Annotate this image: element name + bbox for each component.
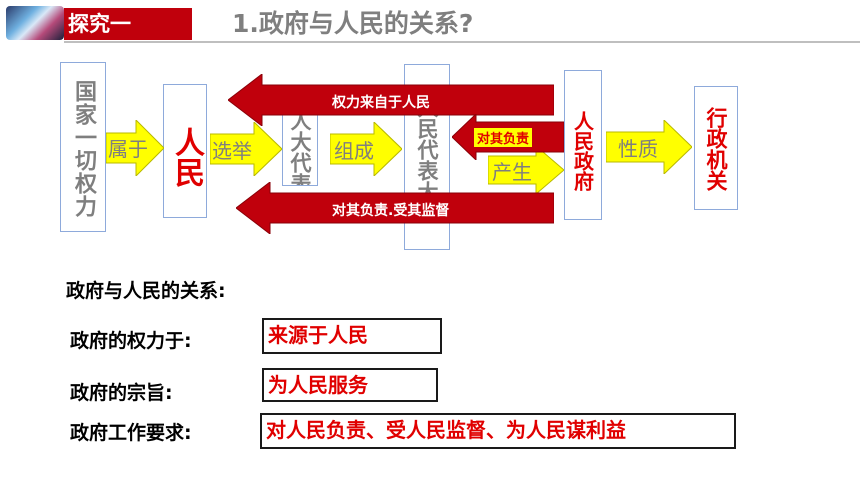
purpose-label: 政府的宗旨: bbox=[70, 382, 173, 404]
belongs-to-label: 属于 bbox=[108, 137, 148, 161]
belongs-to-arrow bbox=[106, 120, 164, 176]
elect-arrow bbox=[210, 122, 282, 176]
form-arrow bbox=[330, 122, 402, 176]
logo-image bbox=[6, 6, 64, 40]
people-box: 人民 bbox=[163, 84, 207, 218]
power-source-answer: 来源于人民 bbox=[262, 318, 442, 354]
people-text: 人民 bbox=[169, 127, 204, 187]
form-label: 组成 bbox=[334, 139, 374, 163]
executive-box: 行政机关 bbox=[694, 86, 738, 210]
government-text: 人民政府 bbox=[570, 111, 595, 191]
page-title: 1.政府与人民的关系? bbox=[232, 9, 474, 38]
power-source-label: 政府的权力于: bbox=[70, 330, 192, 352]
power-from-people-label: 权力来自于人民 bbox=[332, 95, 430, 111]
nature-label: 性质 bbox=[618, 137, 658, 161]
state-power-text: 国家一切权力 bbox=[71, 80, 96, 218]
power-from-people-arrow bbox=[228, 74, 554, 126]
work-requirement-label: 政府工作要求: bbox=[70, 422, 192, 444]
work-requirement-answer: 对人民负责、受人民监督、为人民谋利益 bbox=[260, 413, 736, 449]
elect-label: 选举 bbox=[212, 139, 252, 163]
state-power-box: 国家一切权力 bbox=[60, 62, 106, 232]
accountable-supervised-arrow bbox=[236, 182, 554, 234]
nature-arrow bbox=[606, 120, 692, 174]
government-box: 人民政府 bbox=[564, 70, 602, 220]
responsible-small-label: 对其负责 bbox=[474, 128, 533, 147]
produce-label: 产生 bbox=[492, 160, 532, 184]
header-divider bbox=[64, 41, 860, 43]
produce-arrow bbox=[488, 146, 564, 194]
npc-deputy-text: 人大代表 bbox=[288, 110, 312, 186]
executive-text: 行政机关 bbox=[704, 107, 728, 191]
relations-heading: 政府与人民的关系: bbox=[66, 280, 226, 302]
accountable-supervised-label: 对其负责.受其监督 bbox=[332, 203, 450, 219]
purpose-answer: 为人民服务 bbox=[262, 368, 438, 402]
section-badge: 探究一 bbox=[64, 8, 192, 40]
